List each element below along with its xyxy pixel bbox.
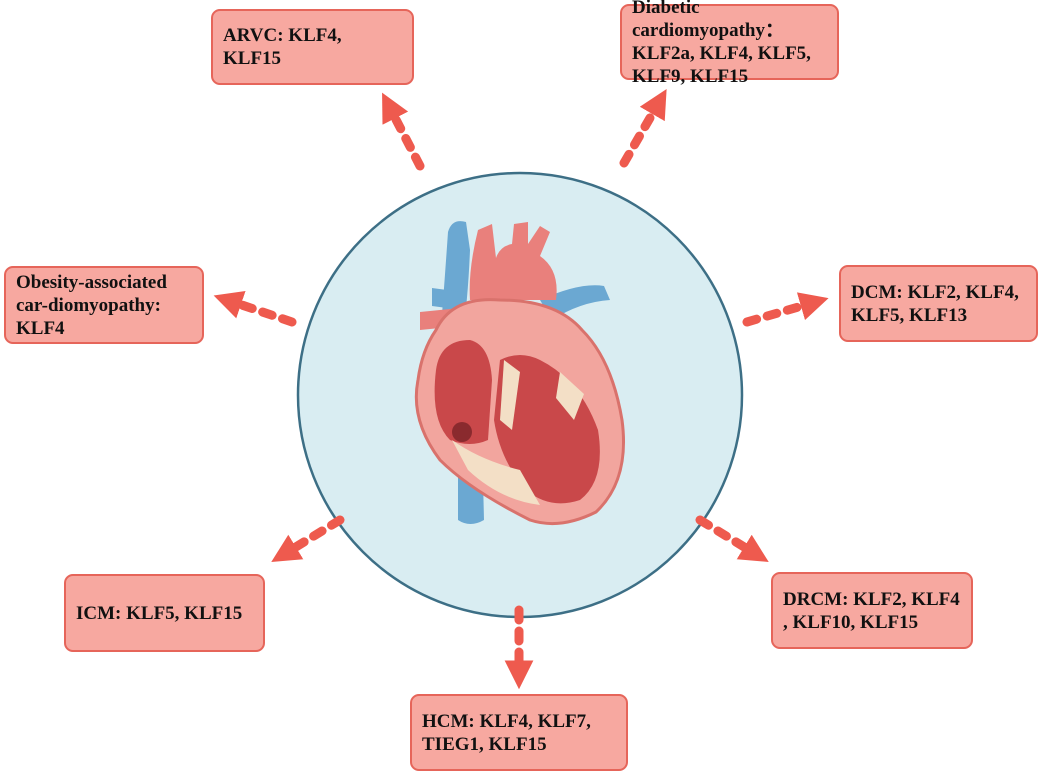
arrow-to-diabetic [619,89,667,168]
label-drcm-text: DRCM: KLF2, KLF4 , KLF10, KLF15 [783,588,960,633]
label-obesity-cardiomyopathy-text: Obesity-associated car-diomyopathy: KLF4 [16,271,167,339]
label-drcm: DRCM: KLF2, KLF4 , KLF10, KLF15 [771,572,973,649]
label-dcm-text: DCM: KLF2, KLF4, KLF5, KLF13 [851,281,1019,326]
label-icm-text: ICM: KLF5, KLF15 [76,602,243,624]
label-obesity-cardiomyopathy: Obesity-associated car-diomyopathy: KLF4 [4,266,204,344]
arrow-to-icm [271,515,345,563]
label-arvc: ARVC: KLF4, KLF15 [211,9,414,85]
arrow-to-dcm [742,292,829,327]
arrow-to-arvc [382,92,425,171]
connector-arrows [213,89,829,690]
label-arvc-text: ARVC: KLF4, KLF15 [223,25,342,69]
arrow-to-obesity [213,291,297,327]
arrow-to-drcm [695,515,769,563]
label-dcm: DCM: KLF2, KLF4, KLF5, KLF13 [839,265,1038,342]
label-hcm-text: HCM: KLF4, KLF7, TIEG1, KLF15 [422,710,591,755]
label-hcm: HCM: KLF4, KLF7, TIEG1, KLF15 [410,694,628,771]
label-icm: ICM: KLF5, KLF15 [64,574,265,652]
label-diabetic-cardiomyopathy-text: Diabetic cardiomyopathy：KLF2a, KLF4, KLF… [632,0,811,87]
heart-anatomy-icon [414,221,626,526]
label-diabetic-cardiomyopathy: Diabetic cardiomyopathy：KLF2a, KLF4, KLF… [620,0,839,87]
